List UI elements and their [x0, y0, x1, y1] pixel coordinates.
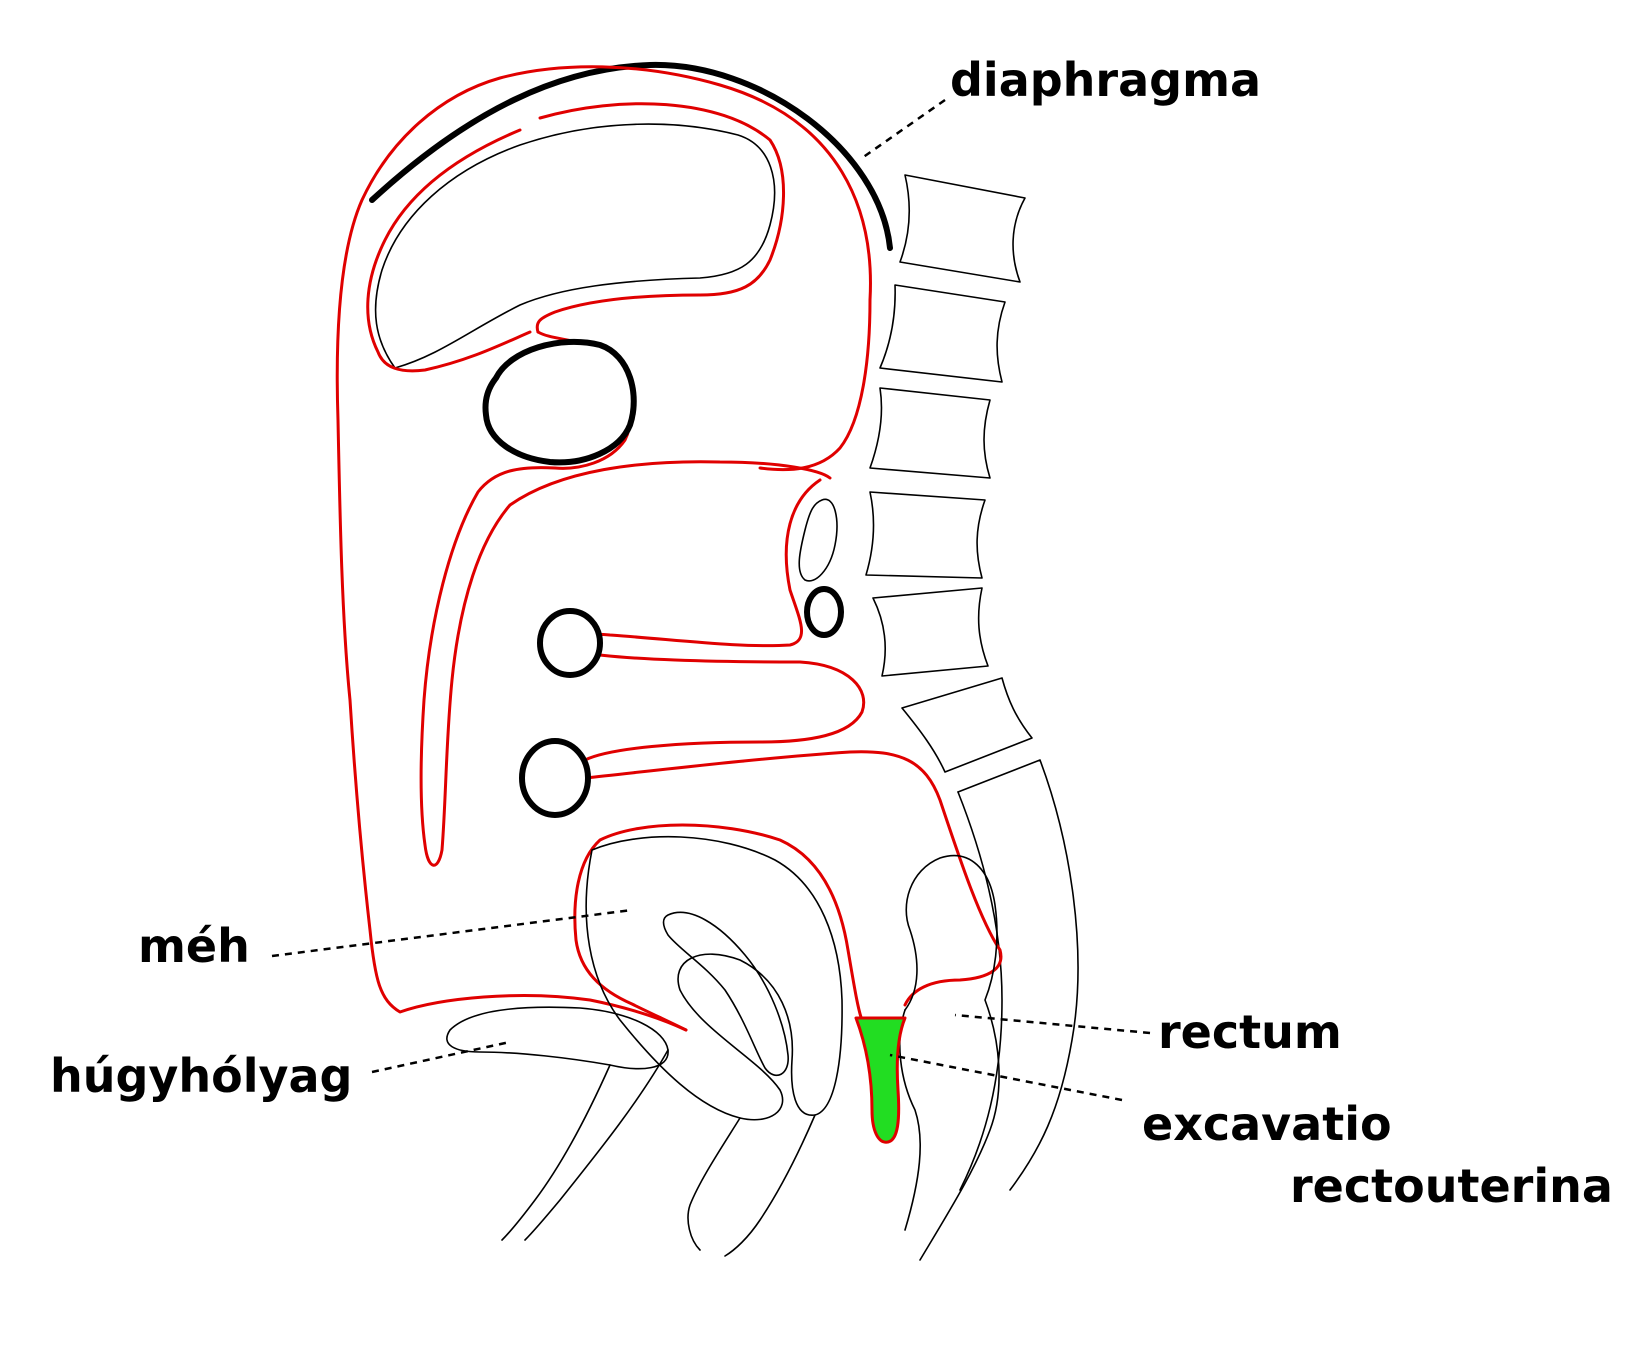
leader-excavatio — [889, 1053, 1123, 1102]
labels: diaphragma méh húgyhólyag rectum excavat… — [50, 53, 1613, 1213]
peritoneum-lines — [335, 65, 1003, 1032]
rectum — [899, 854, 1000, 1261]
vagina-line-1 — [687, 1117, 741, 1251]
urethra-line-2 — [501, 1064, 611, 1241]
uterus — [585, 835, 843, 1121]
vertebra-6 — [901, 677, 1033, 773]
label-hugyholyag: húgyhólyag — [50, 1049, 352, 1103]
peritoneum-small-gut-mesentery — [573, 478, 866, 762]
peritoneum-posterior-wall — [758, 298, 872, 472]
leader-hugyholyag — [371, 1040, 511, 1074]
rectum-inner — [899, 1009, 921, 1231]
bowel-section-upper — [537, 608, 603, 678]
vagina — [687, 1114, 816, 1257]
leader-lines — [271, 98, 1151, 1102]
label-meh: méh — [138, 919, 250, 973]
peritoneum-mesentery-loop — [419, 330, 832, 867]
vertebra-3 — [869, 387, 991, 479]
peritoneum-liver-upper — [535, 102, 785, 334]
diaphragm-arc — [369, 61, 893, 251]
sacrum-outline — [957, 759, 1079, 1191]
excavatio-rectouterina-fill — [854, 1016, 907, 1144]
leader-rectum — [954, 1013, 1151, 1035]
vertebra-4 — [865, 491, 986, 579]
peritoneum-outer — [335, 65, 872, 1032]
retroperitoneal-organ — [798, 498, 838, 582]
label-rectouterina: rectouterina — [1290, 1159, 1613, 1213]
peritoneum-liver-lower — [366, 128, 532, 373]
leader-diaphragma — [861, 98, 946, 160]
leader-meh — [271, 908, 633, 958]
bowel-section-lower — [519, 738, 591, 818]
uterus-outer — [585, 835, 843, 1121]
peritoneum-lower-mesentery — [583, 750, 1003, 1007]
sacrum-inner — [957, 791, 1003, 1191]
vertebral-column — [865, 174, 1079, 1191]
uterus-cavity — [662, 911, 789, 1077]
peritoneum-uterus-cover — [573, 823, 864, 1032]
label-rectum: rectum — [1158, 1005, 1342, 1059]
gut-sections — [482, 339, 844, 818]
label-diaphragma: diaphragma — [950, 53, 1261, 107]
vertebra-1 — [899, 174, 1026, 283]
vertebra-5 — [872, 587, 989, 677]
bladder — [446, 1006, 669, 1241]
bowel-section-small — [804, 586, 844, 638]
urethra-line-1 — [524, 1049, 669, 1241]
label-excavatio: excavatio — [1142, 1097, 1392, 1151]
rectum-outline — [904, 854, 1000, 1261]
stomach-section — [482, 339, 637, 466]
liver-outline — [374, 123, 776, 369]
vertebra-2 — [879, 284, 1006, 383]
vagina-line-2 — [724, 1114, 816, 1257]
